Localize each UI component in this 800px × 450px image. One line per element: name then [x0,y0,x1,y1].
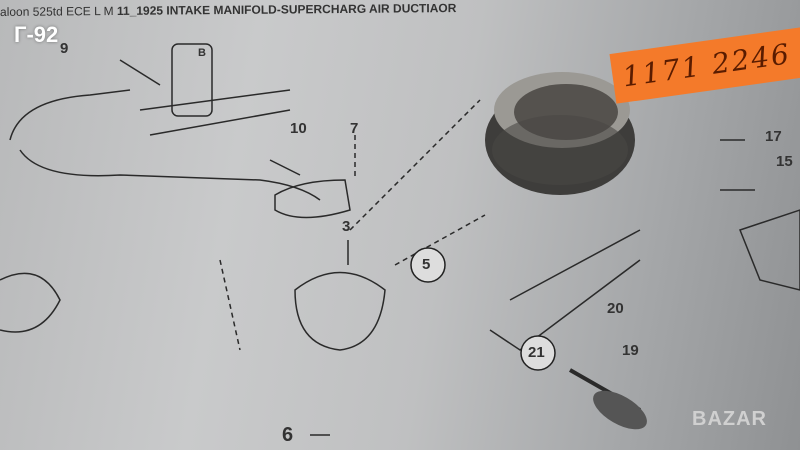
watermark-bazar-logo: BAZAR [692,408,767,430]
metal-ring [485,72,635,195]
leader-line [720,139,755,191]
callout-15: 15 [776,153,793,170]
header-title: 11_1925 INTAKE MANIFOLD-SUPERCHARG AIR D… [116,1,457,18]
fitting-19 [593,390,647,430]
dashed-leader-line [219,214,486,351]
hose [489,229,641,351]
dashed-leader-line [349,99,481,231]
callout-6: 6 [282,424,294,446]
bolt-leader-line [119,59,161,86]
callout-19: 19 [622,342,639,359]
flange [274,179,351,219]
manifold [139,89,291,136]
clamp [0,272,61,333]
ring-shadow [492,115,628,185]
callout-5: 5 [422,256,431,273]
callout-circle-21 [520,335,556,371]
callout-21: 21 [528,344,545,361]
callout-7: 7 [350,120,359,137]
callout-9: 9 [60,40,69,57]
callout-3: 3 [342,218,351,235]
part-3 [294,271,386,351]
callout-circle-5 [410,247,446,283]
bracket-part [739,209,800,291]
callout-20: 20 [607,300,624,317]
callout-b: B [198,47,206,59]
header-prefix: aloon 525td ECE L M [0,3,118,19]
pipe-line [9,89,131,141]
callout-10: 10 [290,120,307,137]
bolt-leader-line [269,159,301,176]
pipe-line [19,149,321,201]
watermark-top-left: Г-92 [14,22,59,47]
callout-17: 17 [765,128,782,145]
gasket-bracket [171,43,213,117]
